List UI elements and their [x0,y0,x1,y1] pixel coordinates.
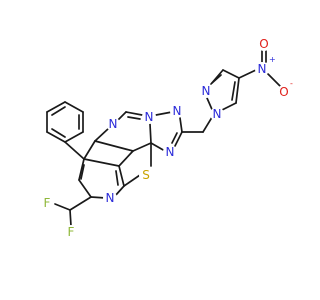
bond [235,77,240,104]
bond [51,106,66,116]
bond-layer [46,49,281,227]
bond [125,111,143,116]
bond [46,131,66,143]
svg-text:N: N [109,117,118,131]
atom-layer: F F N S N N N N [40,37,293,239]
bond [238,69,257,79]
bond [123,174,141,187]
bond [83,140,96,160]
svg-text:N: N [202,84,211,98]
bond [54,203,71,211]
bond [51,128,66,138]
bond [155,111,173,116]
bond [231,81,236,101]
svg-text:F: F [44,196,51,210]
atom-f-top: F [40,196,54,210]
svg-text:N: N [213,107,222,121]
svg-text:N: N [166,145,175,159]
bond [267,73,281,87]
bond [64,141,85,160]
atom-s-thiophene: S [139,168,153,182]
atom-n-nitro: N + [255,55,276,76]
bond [118,150,134,167]
bond [64,101,84,113]
bond [80,164,85,180]
bond [150,142,166,152]
bond [219,102,237,112]
bond [149,123,152,144]
bond [118,165,125,187]
bond [114,185,125,197]
svg-text:O: O [279,85,288,99]
bond [127,116,141,120]
svg-text:S: S [142,168,150,182]
svg-text:-: - [290,79,293,88]
atom-n-triazole-bridge: N [142,110,156,124]
bond [132,142,152,152]
atom-n-pyrazole-2: N [199,84,213,98]
bond [115,170,119,186]
bond [117,111,127,121]
bond [78,179,92,198]
svg-text:N: N [106,191,115,205]
atom-n-pyrazole-1: N [210,107,224,121]
bond [179,117,183,133]
bond [174,131,183,147]
bond [94,127,110,142]
bond [69,209,72,227]
atom-o-nitro-bottom: O - [277,79,293,99]
bond [83,158,120,167]
molecule-diagram: F F N S N N N N [40,37,293,239]
atom-n-pyrimidine: N [106,117,120,131]
svg-text:F: F [68,225,75,239]
structure-canvas: F F N S N N N N [40,37,293,239]
bond [171,132,178,144]
bond [78,158,85,181]
bond [69,196,92,211]
svg-text:N: N [173,104,182,118]
atom-f-bottom: F [64,225,78,239]
bond [46,101,66,113]
svg-text:N: N [258,62,267,76]
atom-n-pyridine: N [103,191,117,205]
svg-text:O: O [259,37,268,51]
bond [222,69,240,79]
bond [211,74,222,84]
svg-text:N: N [145,110,154,124]
atom-n-triazole-top: N [170,104,184,118]
atom-n-triazole-bottom: N [163,145,177,159]
svg-text:+: + [269,55,276,64]
bond [64,131,84,143]
bond [94,140,134,152]
atom-o-nitro-top: O [257,37,271,51]
